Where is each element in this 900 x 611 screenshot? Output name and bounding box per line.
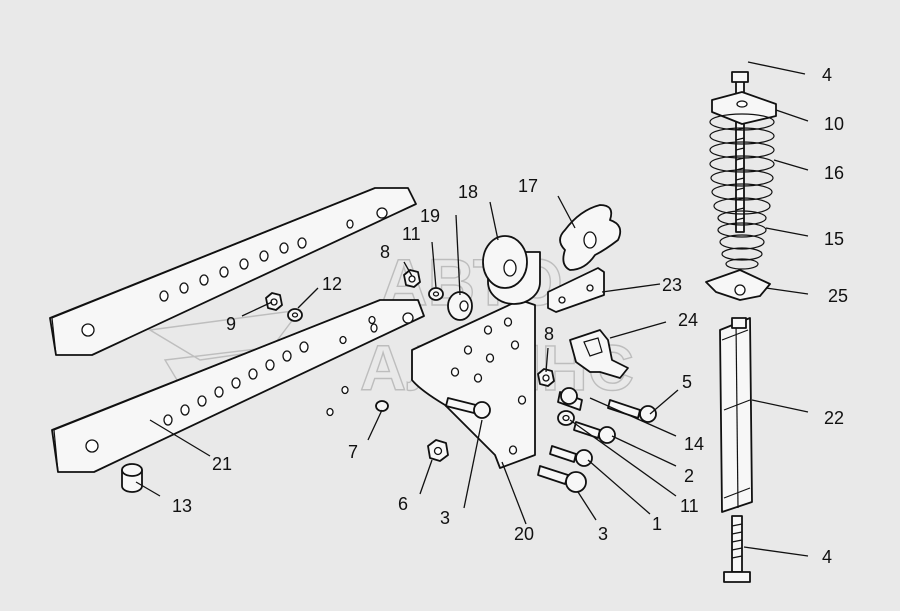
callout-4-bottom: 4 [822,547,832,567]
part-18-rubber-stop [482,235,541,305]
arm-21-holes [163,323,378,426]
part-4-bolt-bottom [723,515,751,583]
part-24-clip [569,329,629,379]
part-19-spacer [447,291,473,321]
part-2-bolt [573,421,616,444]
callout-24: 24 [678,310,698,330]
part-17-star-knob [559,204,622,271]
part-1-bolt [549,445,593,467]
callout-14: 14 [684,434,704,454]
callout-20: 20 [514,524,534,544]
callout-19: 19 [420,206,440,226]
part-5-bolt [607,399,657,423]
upper-arm [49,187,417,356]
callout-1: 1 [652,514,662,534]
part-6-nut [427,439,449,462]
part-14-spacer [557,387,583,411]
callout-3-left: 3 [440,508,450,528]
part-10-spring-cap [711,91,777,125]
part-22-guide-rod [719,317,753,513]
part-3-bolt-lower [537,465,587,493]
callout-21: 21 [212,454,232,474]
callout-22: 22 [824,408,844,428]
part-20-mounting-plate [326,299,536,469]
callout-5: 5 [682,372,692,392]
part-7-nut [375,400,389,412]
callout-7: 7 [348,442,358,462]
callout-15: 15 [824,229,844,249]
plate-20-holes [450,317,527,455]
callout-11-upper: 11 [402,224,421,244]
callout-8-upper: 8 [380,242,390,262]
callout-17: 17 [518,176,538,196]
part-21-lower-arm [51,299,425,473]
callout-9: 9 [226,314,236,334]
part-23-bracket [547,267,605,313]
callout-25: 25 [828,286,848,306]
part-15-inner-spring [717,210,767,270]
callout-8-lower: 8 [544,324,554,344]
part-11-washer-lower [557,410,575,426]
leader-lines [135,61,809,557]
callout-3-right: 3 [598,524,608,544]
part-8-lower-nut [537,368,555,387]
part-25-spring-seat [705,269,771,301]
part-16-outer-spring [709,113,775,215]
callout-4-top: 4 [822,65,832,85]
callout-13: 13 [172,496,192,516]
callout-18: 18 [458,182,478,202]
part-13-bushing [121,463,143,493]
callout-6: 6 [398,494,408,514]
parts-9-12-nut [265,292,303,322]
upper-arm-holes [159,219,354,302]
callout-2: 2 [684,466,694,486]
callout-11-lower: 11 [680,496,699,516]
part-3-bolt-upper [445,397,491,419]
callout-12: 12 [322,274,342,294]
callout-10: 10 [824,114,844,134]
callout-labels: 4 10 16 15 25 22 4 17 18 19 11 8 12 9 23… [172,65,848,567]
callout-23: 23 [662,275,682,295]
callout-16: 16 [824,163,844,183]
